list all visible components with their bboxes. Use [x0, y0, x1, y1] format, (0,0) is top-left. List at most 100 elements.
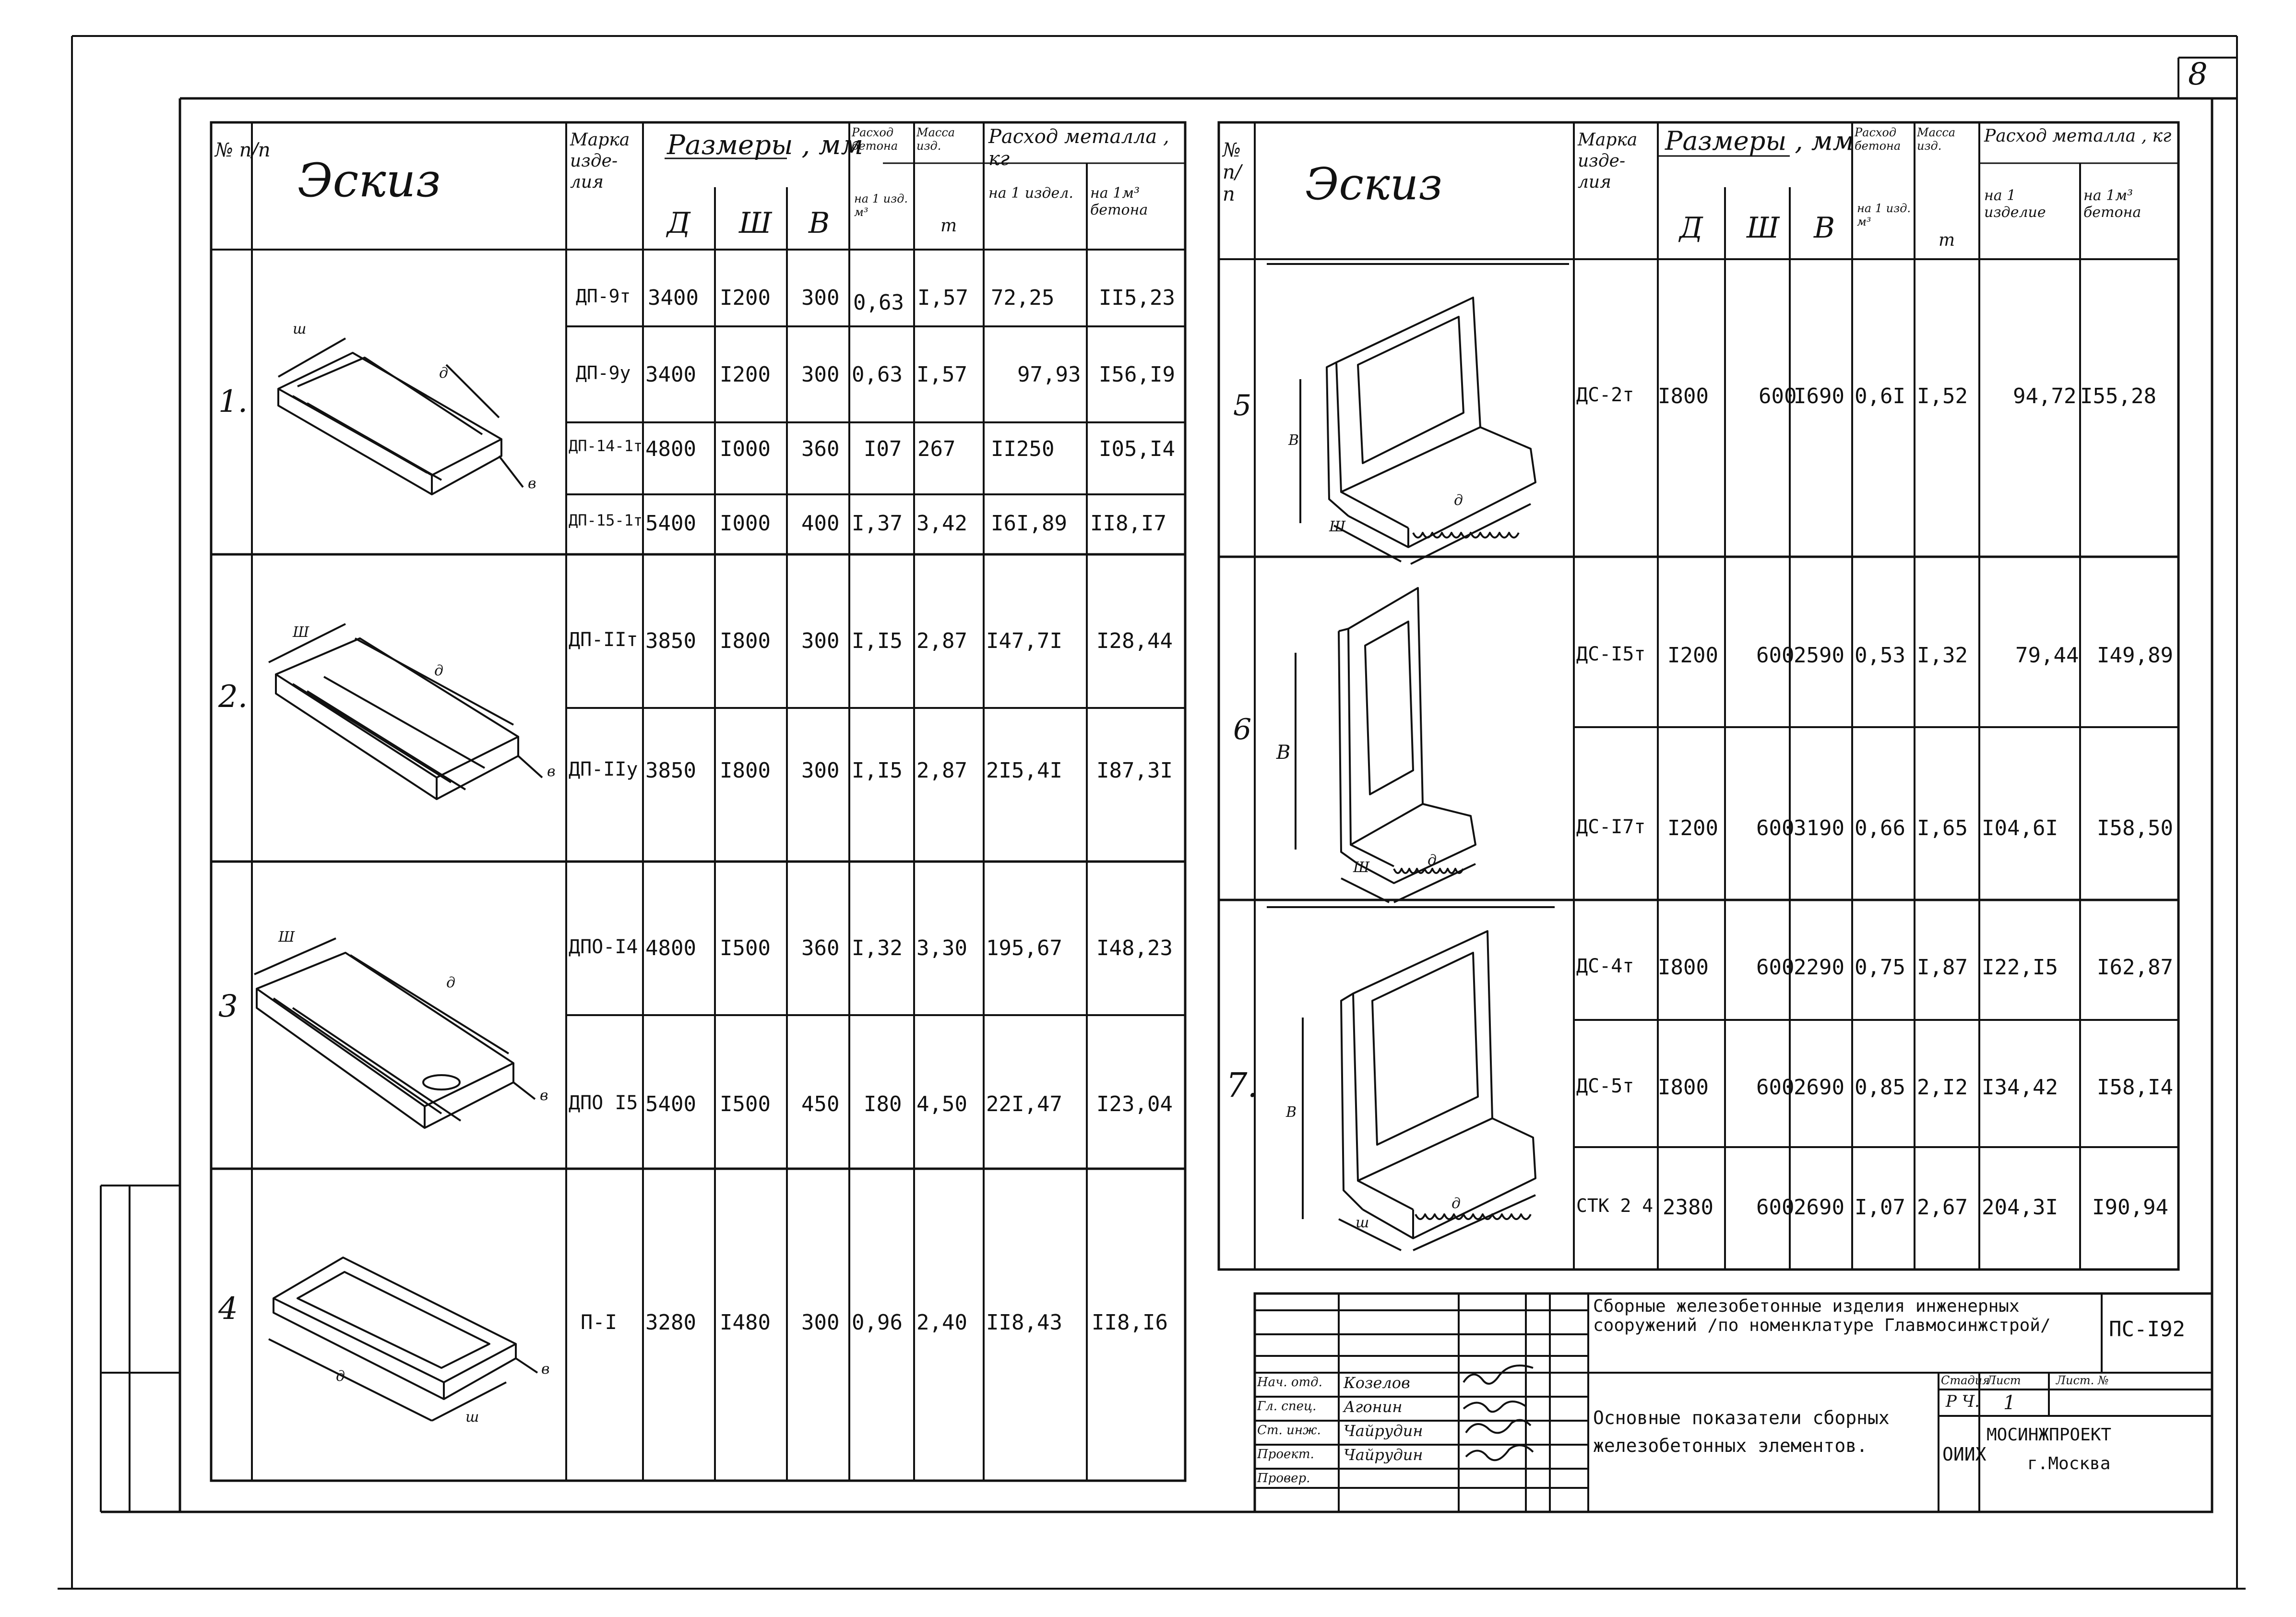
cell-sh: 600: [1759, 384, 1797, 408]
cell-sh: 600: [1756, 643, 1795, 668]
right-header-dim-v: В: [1814, 211, 1835, 245]
left-group-no: 3: [218, 989, 238, 1024]
cell-sh: 600: [1756, 955, 1795, 980]
signature-1: [1463, 1365, 1534, 1385]
cell-sh: I500: [720, 936, 771, 960]
cell-mass: 2,67: [1917, 1195, 1968, 1220]
sketch-label: д: [336, 1368, 345, 1385]
cell-sh: I000: [720, 437, 771, 461]
sketch-label: в: [547, 763, 556, 780]
signature-3: [1465, 1419, 1532, 1434]
left-header-dims: Размеры , мм: [667, 130, 863, 161]
mark-cell: ДПО-I4: [569, 936, 638, 958]
right-header-dim-d: Д: [1679, 211, 1703, 245]
right-group-no: 6: [1233, 713, 1252, 746]
sketch-label: д: [1454, 492, 1463, 509]
left-header-concrete: Расход бетона: [852, 126, 898, 153]
cell-concrete: 0,63: [852, 362, 903, 387]
cell-concrete: I,37: [852, 511, 903, 536]
right-header-concrete: Расход бетона: [1855, 126, 1901, 153]
sketch-label: В: [1276, 742, 1291, 764]
cell-mass: 2,87: [916, 629, 967, 653]
cell-concrete: I,07: [1855, 1195, 1905, 1220]
cell-mass: I,57: [916, 362, 967, 387]
sheet-number: 8: [2188, 57, 2208, 92]
cell-mass: 3,30: [916, 936, 967, 960]
cell-v: 300: [801, 362, 840, 387]
cell-metal-m3: II8,I7: [1090, 511, 1166, 536]
cell-sh: I800: [720, 758, 771, 783]
cell-metal-item: I34,42: [1982, 1075, 2058, 1100]
cell-v: 300: [801, 1310, 840, 1335]
cell-sh: 600: [1756, 1195, 1795, 1220]
cell-metal-item: 195,67: [986, 936, 1062, 960]
cell-metal-item: I47,7I: [986, 629, 1062, 653]
cell-concrete: I,I5: [852, 758, 903, 783]
cell-v: 300: [801, 629, 840, 653]
cell-d: I200: [1667, 816, 1718, 840]
left-header-metal-m3: на 1м³ бетона: [1090, 185, 1148, 218]
cell-metal-item: 97,93: [1017, 362, 1081, 387]
staff-name: Агонин: [1344, 1398, 1403, 1416]
staff-role: Провер.: [1257, 1471, 1310, 1485]
right-header-no: № п/п: [1223, 139, 1242, 205]
staff-role: Гл. спец.: [1257, 1399, 1317, 1413]
left-header-metal-item: на 1 издел.: [988, 185, 1073, 202]
sketch-label: в: [540, 1087, 548, 1104]
sketch-label: Ш: [293, 624, 309, 641]
sketch-label: В: [1288, 432, 1299, 449]
signature-2: [1463, 1401, 1527, 1413]
sketch-label: д: [1428, 852, 1437, 869]
cell-metal-m3: I55,28: [2080, 384, 2156, 408]
cell-metal-item: 22I,47: [986, 1092, 1062, 1116]
sketch-label: в: [541, 1361, 550, 1377]
cell-d: 4800: [645, 437, 696, 461]
cell-metal-m3: I58,50: [2097, 816, 2173, 840]
staff-name: Козелов: [1344, 1374, 1410, 1392]
cell-metal-m3: I48,23: [1096, 936, 1173, 960]
left-header-metal: Расход металла , кг: [988, 126, 1169, 170]
cell-mass: I,57: [917, 286, 968, 310]
left-header-no: № п/п: [215, 139, 271, 161]
cell-sh: I500: [720, 1092, 771, 1116]
cell-metal-m3: I49,89: [2097, 643, 2173, 668]
stage-header: Стадия: [1941, 1374, 1990, 1387]
cell-v: 300: [801, 758, 840, 783]
sketch-label: в: [528, 475, 536, 492]
left-header-mass-unit: т: [940, 216, 957, 236]
mark-cell: ДС-I7т: [1576, 816, 1646, 838]
cell-d: 3850: [645, 758, 696, 783]
cell-concrete: 0,96: [852, 1310, 903, 1335]
cell-metal-item: 79,44: [2015, 643, 2079, 668]
cell-concrete: 0,63: [853, 290, 904, 315]
cell-v: 400: [801, 511, 840, 536]
sheets-header: Лист. №: [2056, 1374, 2109, 1387]
cell-concrete: I07: [864, 437, 902, 461]
cell-sh: 600: [1756, 816, 1795, 840]
left-group-no: 1.: [218, 384, 248, 419]
signature-4: [1465, 1444, 1534, 1461]
cell-metal-item: II250: [991, 437, 1055, 461]
right-header-metal: Расход металла , кг: [1984, 126, 2172, 146]
cell-d: 3400: [645, 362, 696, 387]
right-header-mass-unit: т: [1939, 230, 1955, 250]
sketch-label: ш: [293, 321, 307, 337]
cell-metal-m3: I58,I4: [2097, 1075, 2173, 1100]
mark-cell: ДП-9т: [576, 286, 631, 307]
cell-concrete: 0,53: [1855, 643, 1905, 668]
cell-metal-item: 94,72: [2013, 384, 2077, 408]
org-city: г.Москва: [2027, 1454, 2111, 1473]
cell-sh: 600: [1756, 1075, 1795, 1100]
sketch-label: В: [1286, 1104, 1297, 1121]
cell-metal-m3: II8,I6: [1092, 1310, 1168, 1335]
cell-d: 3400: [648, 286, 699, 310]
mark-cell: ДС-2т: [1576, 384, 1634, 406]
